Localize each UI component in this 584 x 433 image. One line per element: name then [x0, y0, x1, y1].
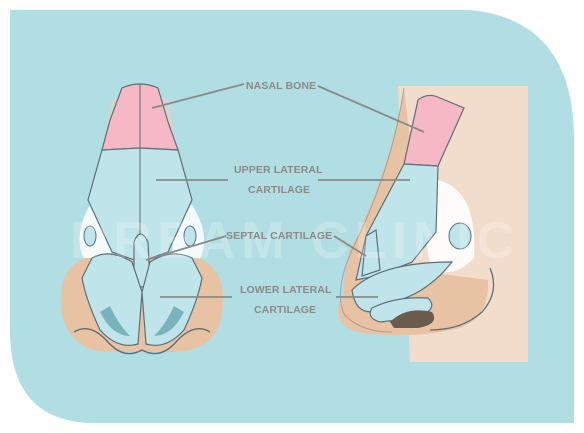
label-upper-lateral-line2: CARTILAGE	[248, 184, 310, 196]
side-view	[338, 86, 528, 362]
side-nostril	[390, 310, 435, 328]
side-profile-outline	[339, 87, 405, 333]
side-lower-lateral-cartilage	[351, 261, 454, 313]
front-lower-lateral-right	[141, 253, 203, 346]
leader-septal-side	[333, 235, 367, 257]
leader-septal-front	[145, 235, 227, 261]
side-septal-cartilage	[361, 228, 381, 277]
label-upper-lateral-line1: UPPER LATERAL	[234, 164, 323, 176]
leader-nasal-bone-front	[151, 83, 245, 109]
label-septal-cartilage: SEPTAL CARTILAGE	[226, 230, 332, 242]
front-lower-lateral-left	[81, 253, 143, 346]
front-cheek-hole-left	[83, 225, 97, 247]
label-lower-lateral-line1: LOWER LATERAL	[240, 284, 332, 296]
label-nasal-bone: NASAL BONE	[246, 80, 316, 92]
side-nasal-bone	[403, 94, 465, 167]
front-nose-base-outline	[73, 328, 211, 355]
labels: NASAL BONE UPPER LATERAL CARTILAGE SEPTA…	[226, 80, 332, 316]
front-nostril-left	[100, 306, 130, 336]
side-cheek-hole	[448, 222, 472, 250]
leader-nasal-bone-side	[317, 85, 425, 133]
side-ala-outline	[429, 267, 495, 331]
leader-lines	[145, 83, 425, 298]
label-lower-lateral-line2: CARTILAGE	[254, 304, 316, 316]
front-nostril-right	[154, 306, 184, 336]
watermark: DREAM CLINIC	[70, 212, 520, 270]
